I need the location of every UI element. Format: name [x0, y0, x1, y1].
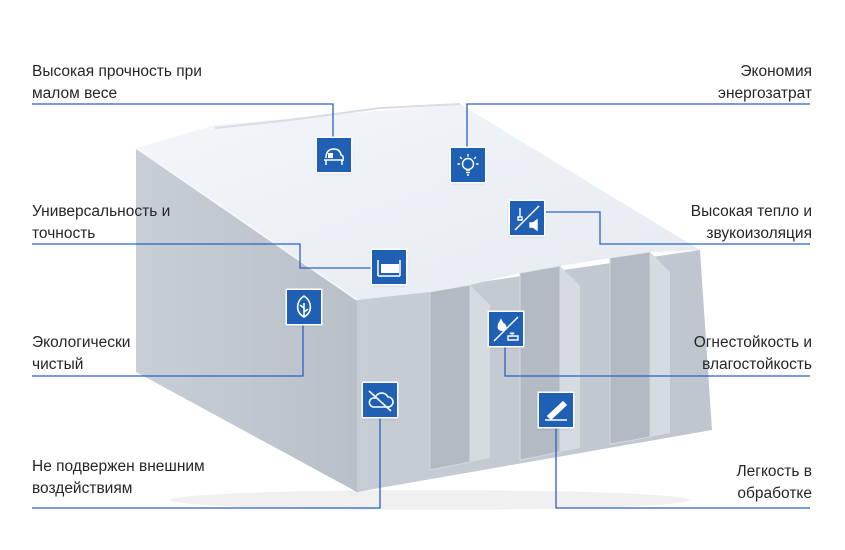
label-eco: Экологически чистый	[32, 334, 131, 373]
label-energy: Экономия энергозатрат	[718, 63, 812, 102]
label-fire: Огнестойкость и влагостойкость	[693, 334, 812, 373]
ruler-block-icon	[372, 250, 406, 284]
cloud-slash-icon	[363, 383, 397, 417]
light-bulb-icon	[451, 148, 485, 182]
leaf-icon	[287, 290, 321, 324]
fire-water-icon	[489, 312, 523, 346]
label-strength: Высокая прочность при малом весе	[32, 63, 202, 102]
saw-icon	[539, 393, 573, 427]
elephant-on-bench-icon	[317, 138, 351, 172]
label-insulation: Высокая тепло и звукоизоляция	[690, 203, 812, 242]
thermo-sound-icon	[510, 201, 544, 235]
leader-lines	[32, 103, 810, 509]
label-versatility: Универсальность и точность	[32, 203, 171, 242]
block-left-face	[136, 148, 357, 492]
label-weather: Не подвержен внешним воздействиям	[32, 458, 205, 497]
block-top-face	[136, 104, 700, 300]
block-grooves	[429, 251, 651, 471]
label-processing: Легкость в обработке	[736, 463, 813, 502]
